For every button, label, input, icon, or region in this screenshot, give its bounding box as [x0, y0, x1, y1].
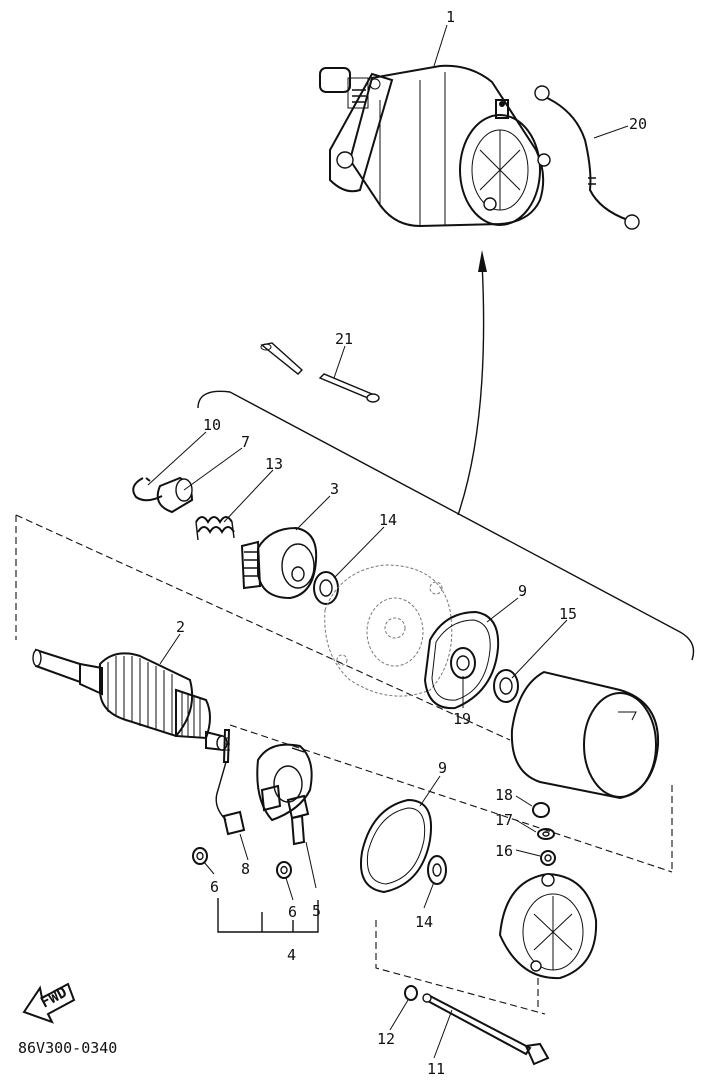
part-1-starter-motor: [319, 64, 551, 228]
part-13-spring: [195, 516, 235, 541]
part-20-lead-wire: [534, 85, 640, 230]
callout-3: 3: [330, 480, 339, 498]
callout-1: 1: [446, 8, 455, 26]
upper-group-bracket: [197, 390, 695, 661]
part-18-nut: [532, 802, 550, 818]
callout-9-lower: 9: [438, 759, 447, 777]
callout-8: 8: [241, 860, 250, 878]
part-6-nut-left: [192, 847, 208, 865]
leader-lines: [147, 24, 629, 1059]
diagram-code: 86V300-0340: [18, 1039, 117, 1057]
part-4-group-bracket: [217, 898, 319, 933]
callout-18: 18: [495, 786, 513, 804]
explode-guide-lines: [15, 514, 673, 1015]
callout-20: 20: [629, 115, 647, 133]
part-7-collar: [156, 476, 194, 514]
part-4-brush-holder-assembly: [215, 729, 313, 846]
callout-14-upper: 14: [379, 511, 397, 529]
callout-2: 2: [176, 618, 185, 636]
callout-19: 19: [453, 710, 471, 728]
part-15-washer: [493, 669, 519, 703]
rear-cover: [498, 872, 598, 980]
callout-5: 5: [312, 902, 321, 920]
callout-13: 13: [265, 455, 283, 473]
callout-12: 12: [377, 1030, 395, 1048]
part-6-nut-right: [276, 861, 292, 879]
fwd-direction-arrow: FWD: [22, 982, 76, 1024]
part-10-circlip: [132, 477, 163, 502]
callout-6-right: 6: [288, 903, 297, 921]
callout-9-upper: 9: [518, 582, 527, 600]
callout-21: 21: [335, 330, 353, 348]
callout-labels: 1 20 21 10 7 13 3 14 9 15 19 2 9 18 17 1…: [176, 8, 647, 1078]
part-21-terminal: [260, 342, 380, 403]
part-19-bushing: [450, 647, 476, 679]
callout-10: 10: [203, 416, 221, 434]
part-3-pinion-clutch: [240, 526, 318, 600]
part-16-nut: [540, 850, 556, 866]
part-9-oring-lower: [360, 798, 432, 894]
callout-7: 7: [241, 433, 250, 451]
callout-4: 4: [287, 946, 296, 964]
assembly-arrow: [457, 250, 487, 516]
callout-6-left: 6: [210, 878, 219, 896]
part-11-through-bolt: [422, 993, 550, 1066]
fwd-label: FWD: [37, 983, 69, 1012]
part-9-gasket-upper: [423, 610, 500, 710]
part-12-washer: [404, 985, 418, 1001]
callout-15: 15: [559, 605, 577, 623]
part-14-washer-upper: [313, 571, 339, 605]
part-17-washer: [537, 828, 555, 840]
callout-17: 17: [495, 811, 513, 829]
callout-16: 16: [495, 842, 513, 860]
yoke-housing: [510, 670, 660, 800]
front-cover-ghost: [324, 564, 453, 697]
part-2-armature: [32, 648, 228, 752]
part-14-washer-lower: [427, 855, 447, 885]
callout-11: 11: [427, 1060, 445, 1078]
callout-14-lower: 14: [415, 913, 433, 931]
